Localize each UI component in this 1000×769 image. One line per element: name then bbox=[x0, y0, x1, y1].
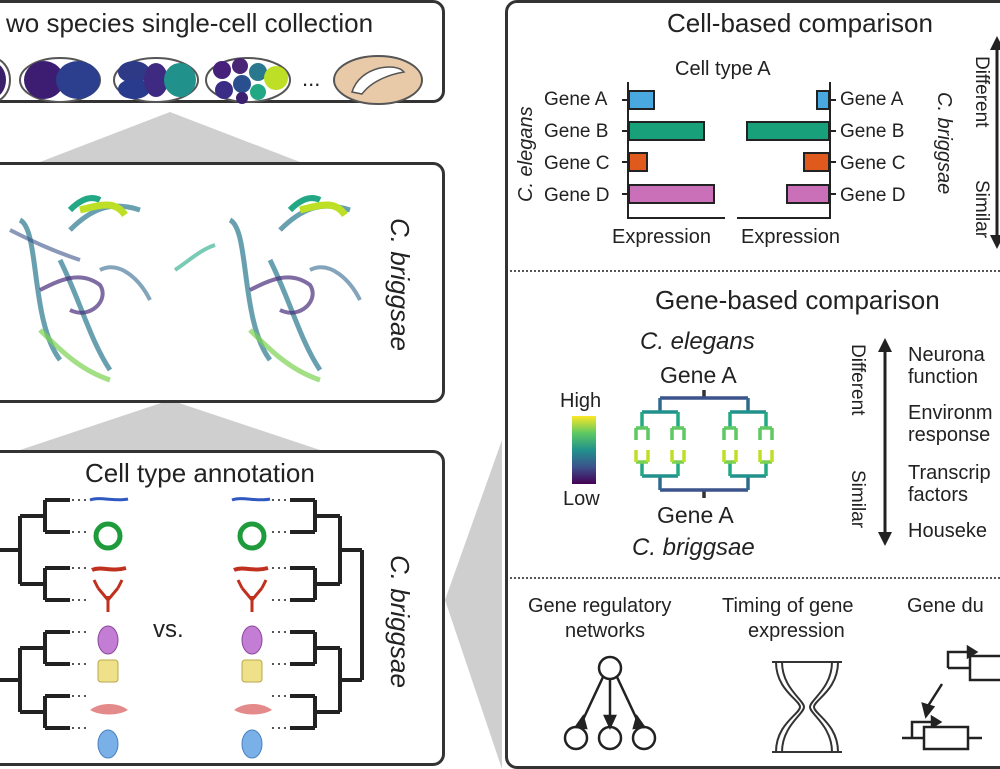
blue-cell-icon bbox=[97, 729, 119, 759]
embryo-3-cell-d bbox=[164, 63, 196, 97]
category-label: Neurona bbox=[908, 344, 985, 366]
right-bars bbox=[746, 90, 830, 204]
embryo-3-cell-b bbox=[118, 79, 150, 99]
gene-species-top: C. elegans bbox=[640, 328, 755, 355]
right-bar-2 bbox=[746, 121, 830, 141]
vs-label: vs. bbox=[153, 616, 184, 643]
embryo-4-cell-e bbox=[236, 92, 248, 104]
left-gene-label: Gene C bbox=[544, 153, 610, 174]
left-bar-3 bbox=[628, 152, 648, 172]
right-gene-label: Gene B bbox=[840, 121, 905, 142]
bottom-gene-tree bbox=[634, 450, 774, 498]
connector-middle bbox=[20, 400, 320, 450]
divider-2 bbox=[510, 577, 1000, 579]
collection-ellipsis: ... bbox=[302, 66, 321, 91]
left-gene-label: Gene D bbox=[544, 185, 610, 206]
bar-ticks bbox=[622, 99, 836, 195]
hourglass-icon bbox=[772, 661, 842, 753]
embryo-4-cell-g bbox=[250, 84, 266, 100]
category-label: Houseke bbox=[908, 520, 987, 542]
annotation-panel bbox=[0, 450, 445, 766]
network-icon bbox=[563, 655, 657, 751]
embryo-stages bbox=[0, 55, 423, 105]
gene-scale-arrow bbox=[878, 338, 892, 546]
category-label: Environm bbox=[908, 402, 993, 424]
embryo-4-cell-d bbox=[233, 75, 251, 93]
category-label: factors bbox=[908, 484, 969, 506]
category-label: Transcrip bbox=[908, 462, 991, 484]
right-bar-4 bbox=[786, 184, 830, 204]
cell-type-label: Cell type A bbox=[675, 58, 771, 80]
left-bar-1 bbox=[628, 90, 655, 110]
branched-cell-icon bbox=[92, 579, 124, 612]
legend-low-label: Low bbox=[563, 488, 600, 510]
embryo-4-cell-b bbox=[215, 81, 233, 99]
expression-axis-label-left: Expression bbox=[612, 226, 711, 248]
neuron-line-icon bbox=[89, 497, 129, 502]
category-label: function bbox=[908, 366, 979, 388]
right-gene-label: Gene C bbox=[840, 153, 906, 174]
annotation-title: Cell type annotation bbox=[85, 458, 315, 488]
right-tree bbox=[290, 498, 364, 730]
left-bar-2 bbox=[628, 121, 705, 141]
umap-left bbox=[9, 195, 152, 383]
right-bar-1 bbox=[816, 90, 830, 110]
spindle-cell-icon bbox=[90, 704, 128, 715]
epithelial-cell-icon bbox=[97, 659, 119, 683]
left-cell-icons bbox=[89, 497, 129, 759]
gene-based-title: Gene-based comparison bbox=[655, 285, 940, 315]
left-bar-4 bbox=[628, 184, 715, 204]
gene-duplication-icon bbox=[902, 644, 1000, 751]
cell-based-scale-arrow bbox=[990, 36, 1000, 249]
umap-plots bbox=[9, 195, 362, 383]
top-gene-tree bbox=[634, 390, 774, 440]
worm-shape bbox=[351, 66, 406, 95]
gene-bottom-label: Gene A bbox=[657, 502, 734, 528]
embryo-4-cell-h bbox=[264, 66, 288, 90]
leaf-dotted-lines bbox=[72, 499, 288, 729]
duplication-title: Gene du bbox=[907, 595, 984, 617]
oval-cell-icon bbox=[97, 625, 119, 655]
expression-axis-label-right: Expression bbox=[741, 226, 840, 248]
gene-species-bottom: C. briggsae bbox=[632, 534, 755, 561]
embryo-2-cell-a bbox=[24, 61, 64, 99]
embryo-2-cell-b bbox=[56, 61, 100, 99]
gene-top-label: Gene A bbox=[660, 362, 737, 388]
right-cell-icons bbox=[231, 497, 272, 759]
grn-title-line1: Gene regulatory bbox=[528, 595, 672, 617]
annotation-trees bbox=[0, 497, 364, 759]
collection-title: wo species single-cell collection bbox=[6, 8, 374, 38]
right-gene-label: Gene D bbox=[840, 185, 906, 206]
viridis-legend-bar bbox=[572, 416, 596, 484]
umap-right bbox=[173, 195, 362, 383]
divider-1 bbox=[510, 270, 1000, 272]
legend-high-label: High bbox=[560, 390, 602, 412]
muscle-cell-icon bbox=[91, 566, 127, 572]
connectors-left bbox=[20, 112, 320, 450]
embryo-1-cell bbox=[0, 65, 6, 95]
left-tree bbox=[0, 498, 70, 730]
gene-trees bbox=[634, 338, 892, 546]
timing-title-line1: Timing of gene bbox=[722, 595, 854, 617]
right-gene-label: Gene A bbox=[840, 89, 904, 110]
cell-based-bar-chart bbox=[622, 82, 836, 219]
ring-cell-icon bbox=[93, 521, 123, 551]
timing-title-line2: expression bbox=[748, 620, 845, 642]
embryo-4-cell-f bbox=[249, 63, 267, 81]
connector-right bbox=[445, 440, 502, 769]
embryo-3-cell-c bbox=[144, 63, 168, 97]
left-gene-label: Gene B bbox=[544, 121, 609, 142]
connector-top bbox=[40, 112, 300, 162]
right-bar-3 bbox=[803, 152, 830, 172]
left-bars bbox=[628, 90, 715, 204]
cell-based-title: Cell-based comparison bbox=[667, 8, 933, 38]
grn-title-line2: networks bbox=[565, 620, 646, 642]
embryo-4-cell-a bbox=[213, 61, 231, 79]
category-label: response bbox=[908, 424, 991, 446]
embryo-3-cell-a bbox=[118, 61, 150, 83]
left-gene-label: Gene A bbox=[544, 89, 608, 110]
embryo-4-cell-c bbox=[232, 58, 248, 74]
